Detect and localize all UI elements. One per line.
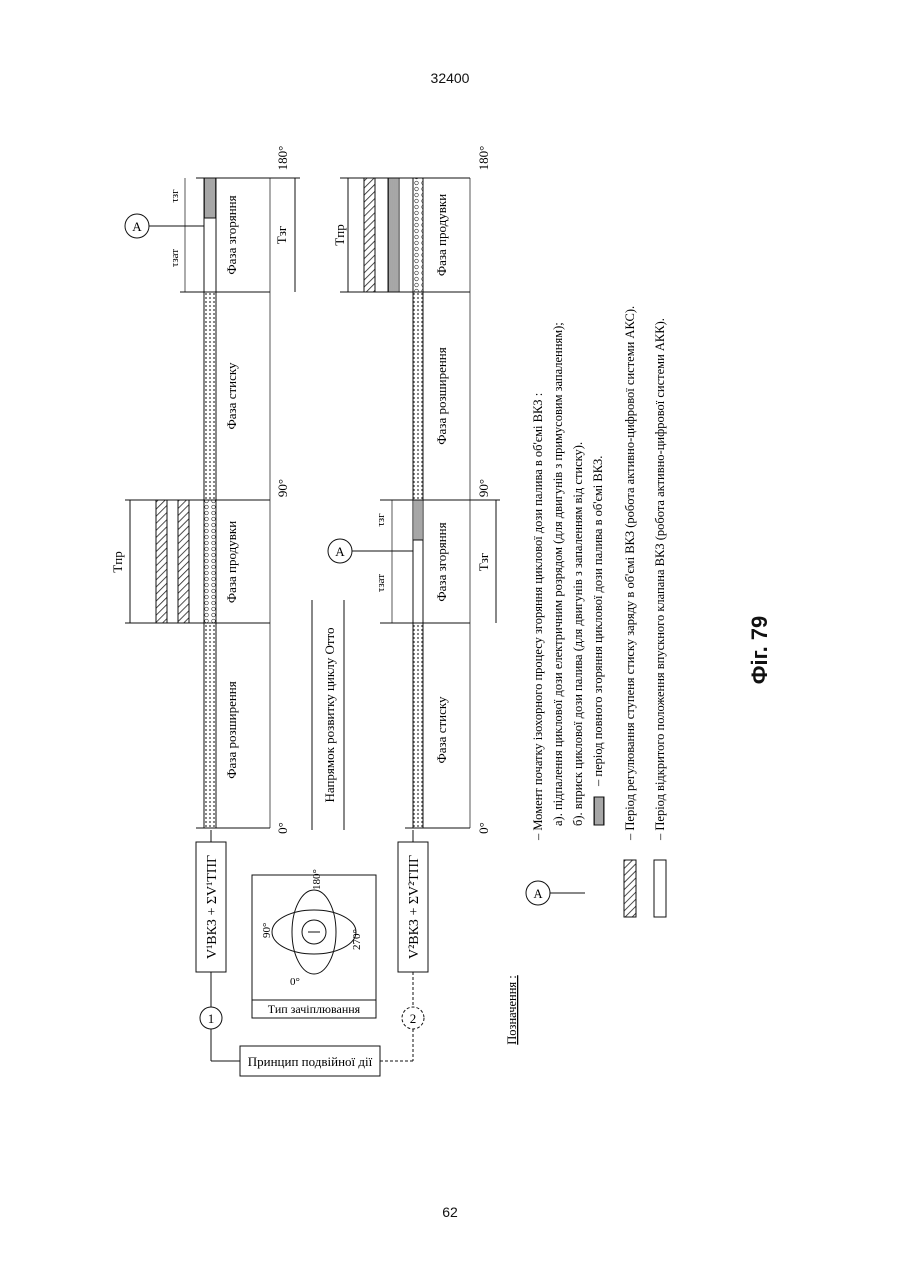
- legend-line-3: б). вприск циклової дози палива (для дви…: [571, 442, 585, 826]
- svg-text:2: 2: [410, 1011, 417, 1026]
- top-angle-0: 0°: [275, 822, 290, 834]
- bottom-hatch-2: [388, 178, 399, 292]
- legend-title: Позначення :: [505, 975, 519, 1045]
- legend-line-6: – Період відкритого положення впускного …: [653, 318, 667, 841]
- top-tau-zg: τзг: [169, 189, 181, 203]
- bottom-bar-compression: [413, 623, 423, 828]
- bottom-t-zg: Tзг: [476, 553, 491, 571]
- bottom-tau-zat: τзат: [375, 574, 387, 592]
- direction-label: Напрямок розвитку циклу Отто: [322, 627, 337, 802]
- svg-text:270°: 270°: [351, 929, 363, 950]
- top-phase-combustion: Фаза згоряння: [224, 195, 239, 274]
- bottom-row: Фаза стиску Фаза згоряння Фаза розширенн…: [328, 146, 500, 834]
- bottom-hatch-1: [364, 178, 375, 292]
- top-hatch-1: [156, 500, 167, 623]
- bottom-bar-expansion: [413, 292, 423, 500]
- top-phase-purge: Фаза продувки: [224, 521, 239, 603]
- svg-text:180°: 180°: [311, 869, 323, 890]
- top-phase-compression: Фаза стиску: [224, 362, 239, 430]
- bottom-bar-tau-zg: [413, 500, 423, 540]
- formula-2: V²ВКЗ + ΣV²ТПГ: [407, 855, 422, 959]
- left-block: V¹ВКЗ + ΣV¹ТПГ V²ВКЗ + ΣV²ТПГ 1 2 Тип за…: [196, 830, 428, 1076]
- top-marker-label: A: [132, 219, 142, 234]
- legend-line-4: – період повного згоряння циклової дози …: [591, 456, 605, 787]
- legend-swatch-vlines: [594, 797, 604, 825]
- top-bar-compression: [204, 292, 216, 500]
- coupling-type-label: Тип зачіплювання: [268, 1002, 361, 1016]
- top-bar-purge: [204, 500, 216, 623]
- principle-label: Принцип подвійної дії: [248, 1054, 373, 1069]
- legend-swatch-blank: [654, 860, 666, 917]
- legend-swatch-hatch: [624, 860, 636, 917]
- top-bar-tau-zg: [204, 178, 216, 218]
- svg-text:0°: 0°: [290, 976, 300, 988]
- top-row: Фаза розширення Фаза продувки Фаза стиск…: [110, 146, 300, 834]
- top-hatch-2: [178, 500, 189, 623]
- legend: Позначення : A – Момент початку ізохорно…: [505, 306, 667, 1045]
- svg-text:90°: 90°: [261, 923, 273, 938]
- legend-line-2: а). підпалення циклової дози електричним…: [551, 322, 565, 826]
- top-t-pr: Tпр: [110, 551, 125, 572]
- top-angle-180: 180°: [275, 146, 290, 171]
- formula-1: V¹ВКЗ + ΣV¹ТПГ: [205, 855, 220, 959]
- bottom-angle-90: 90°: [476, 479, 491, 497]
- bottom-phase-purge: Фаза продувки: [434, 194, 449, 276]
- bottom-tau-zg: τзг: [375, 513, 387, 527]
- bottom-phase-compression: Фаза стиску: [434, 696, 449, 764]
- legend-line-1: – Момент початку ізохорного процесу згор…: [531, 393, 545, 841]
- direction-indicator: Напрямок розвитку циклу Отто: [312, 600, 344, 830]
- bottom-angle-0: 0°: [476, 822, 491, 834]
- top-bar-combustion: [204, 218, 216, 292]
- legend-line-5: – Період регулювання ступеня стиску заря…: [623, 306, 637, 841]
- top-bar-expansion: [204, 623, 216, 828]
- bottom-angle-180: 180°: [476, 146, 491, 171]
- svg-text:1: 1: [208, 1011, 215, 1026]
- bottom-bar-combustion: [413, 540, 423, 623]
- bottom-phase-combustion: Фаза згоряння: [434, 522, 449, 601]
- top-t-zg: Tзг: [274, 226, 289, 244]
- bottom-bar-purge: [413, 178, 423, 292]
- top-tau-zat: τзат: [169, 249, 181, 267]
- bottom-marker-label: A: [335, 544, 345, 559]
- svg-text:A: A: [533, 887, 542, 901]
- top-phase-expansion: Фаза розширення: [224, 681, 239, 778]
- bottom-phase-expansion: Фаза розширення: [434, 347, 449, 444]
- top-angle-90: 90°: [275, 479, 290, 497]
- bottom-t-pr: Tпр: [332, 224, 347, 245]
